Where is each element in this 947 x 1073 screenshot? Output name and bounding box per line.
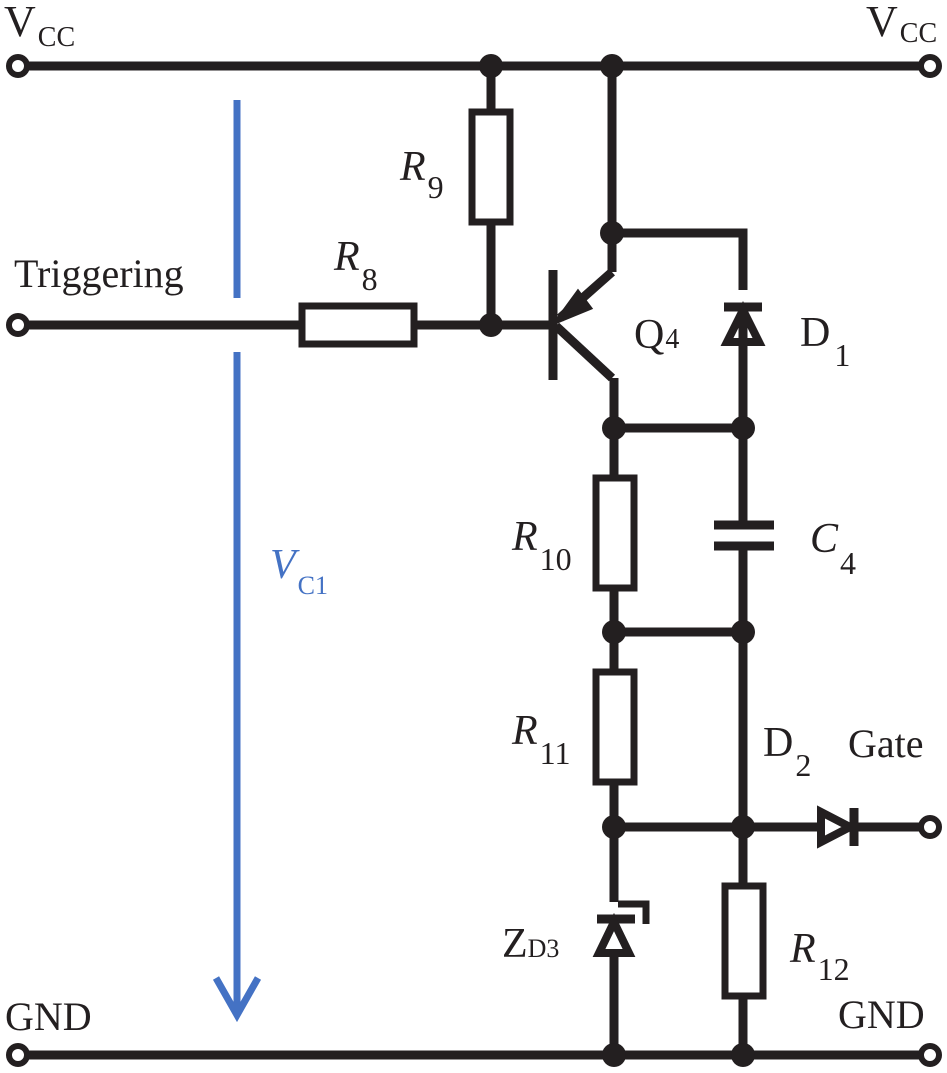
gnd-right-terminal [918,1043,942,1067]
gnd-left-terminal [6,1043,30,1067]
r8-label: R8 [333,234,378,297]
junction-dot [731,815,755,839]
r12-label: R12 [789,926,850,987]
junction-dot [602,1043,626,1067]
r10-label: R10 [511,514,572,577]
junction-dot [602,815,626,839]
junction-dot [602,620,626,644]
junction-dot [479,54,503,78]
gate-terminal [918,815,942,839]
vc1-label: VC1 [270,542,328,600]
junction-dot [602,416,626,440]
trigger-terminal [6,313,30,337]
junction-dot [600,54,624,78]
junction-dot [731,416,755,440]
resistor-r11 [592,668,638,786]
zd3-label: ZD3 [502,921,559,967]
vcc-left-label: VCC [4,0,75,53]
resistor-r12 [721,882,767,1000]
q4-collector [552,322,616,382]
resistor-r8 [298,302,418,348]
gate-label: Gate [848,721,924,766]
junction-dot [479,313,503,337]
c4-label: C4 [810,516,856,581]
vcc-right-label: VCC [866,0,937,49]
triggering-label: Triggering [14,251,184,296]
junction-dot [731,1043,755,1067]
r11-label: R11 [511,708,570,771]
resistor-r9 [468,108,514,226]
zener-diode-icon [592,912,636,957]
gnd-right-label: GND [838,992,925,1037]
d2-diode-icon [817,805,859,849]
vcc-right-terminal [918,54,942,78]
d1-top-wire [612,228,748,290]
vcc-left-terminal [6,54,30,78]
junction-dot [731,620,755,644]
zd3-zener-flag [618,900,650,924]
d2-label: D2 [763,720,811,783]
vc1-arrowhead-icon [212,976,262,1023]
q4-emitter-arrow-icon [550,288,594,327]
resistor-r10 [592,474,638,592]
junction-dot [600,221,624,245]
q4-label: Q4 [634,312,679,358]
gnd-left-label: GND [5,994,92,1039]
r9-label: R9 [399,144,444,205]
